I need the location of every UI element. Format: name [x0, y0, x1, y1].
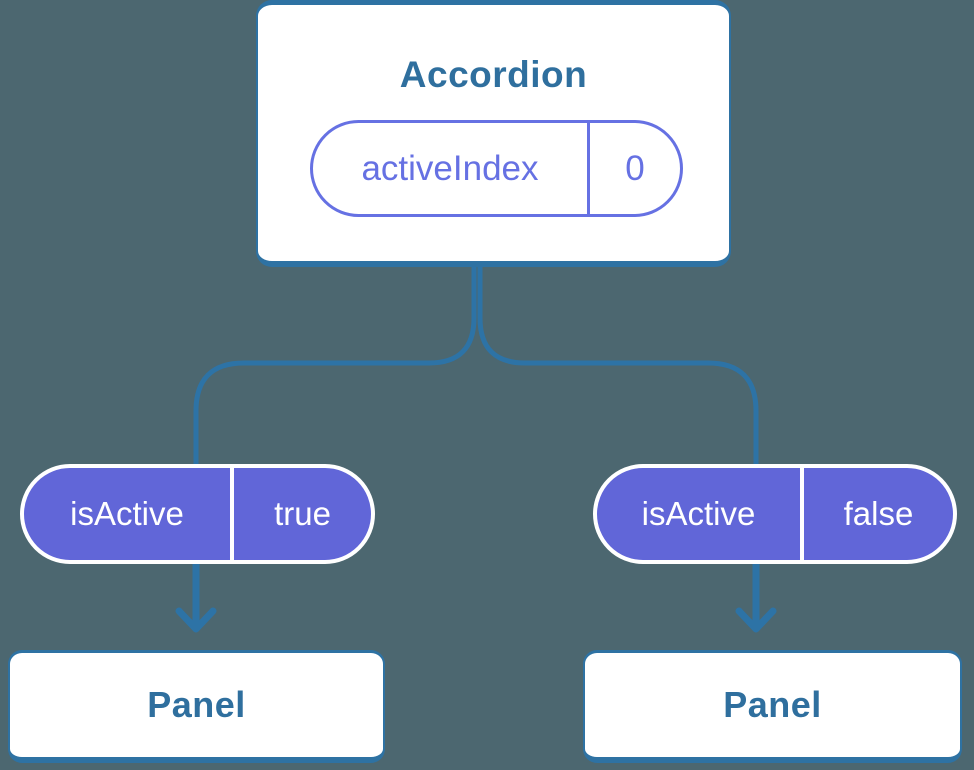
pill-divider [587, 123, 590, 214]
state-value-label: 0 [625, 148, 645, 188]
branch-line-right [477, 266, 759, 564]
pill-divider [230, 468, 234, 560]
arrow-down-icon [735, 558, 777, 633]
prop-value-label: false [843, 495, 914, 532]
accordion-component-card: Accordion activeIndex 0 [256, 0, 731, 267]
branch-line-left [193, 266, 477, 564]
prop-pill-isactive-true: isActive true [20, 464, 375, 564]
prop-pill-isactive-false: isActive false [593, 464, 957, 564]
state-pill-activeindex: activeIndex 0 [310, 120, 683, 217]
arrow-down-icon [175, 558, 217, 633]
prop-name-label: isActive [641, 495, 756, 532]
prop-name-label: isActive [70, 495, 184, 532]
prop-value-label: true [274, 495, 331, 532]
accordion-title: Accordion [399, 54, 588, 95]
panel-node-left: Panel [8, 650, 385, 763]
panel-node-right: Panel [583, 650, 962, 763]
state-name-label: activeIndex [361, 148, 539, 188]
pill-divider [800, 468, 804, 560]
